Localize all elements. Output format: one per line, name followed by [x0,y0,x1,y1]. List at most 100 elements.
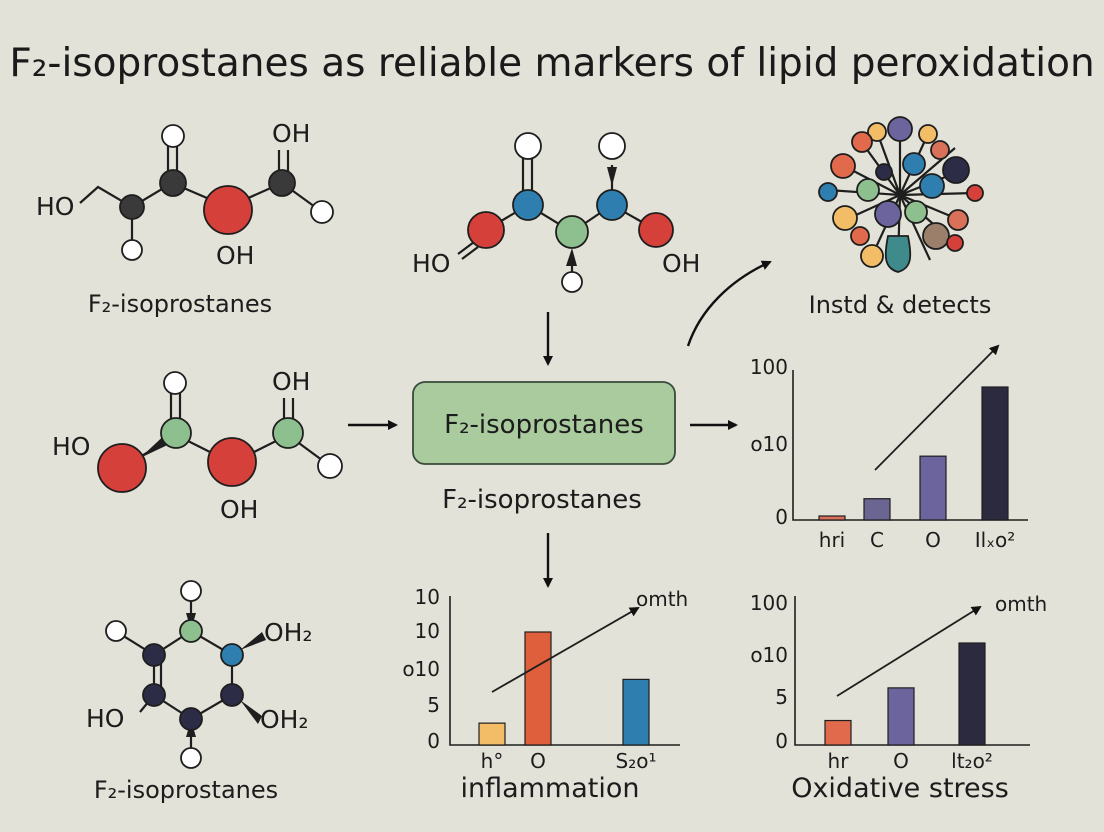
cluster-atom [874,200,902,228]
chart-caption: Oxidative stress [791,773,1009,804]
arrow-curved-to-cluster [686,260,772,347]
diagram-title: F₂-isoprostanes as reliable markers of l… [9,41,1094,86]
hydrogen-atom [514,132,542,160]
chart-annotation: omth [636,587,688,611]
chart-axes [794,596,1030,746]
carbon-atom [555,215,589,249]
x-tick-label: hri [819,528,845,552]
x-tick-label: O [530,749,546,773]
oxygen-atom [97,443,147,493]
cluster-caption: Instd & detects [809,291,992,319]
center-box: F₂-isoprostanes [412,381,676,465]
atom-label: HO [412,249,450,278]
trend-arrow [874,344,1000,471]
double-bond [521,158,534,192]
carbon-atom [272,417,304,449]
molecule-top-left: HO OH OH F₂-isoprostanes [36,119,334,318]
atom-label: OH [220,495,258,524]
cluster-atom [919,173,945,199]
cluster-atom [966,184,984,202]
carbon-atom [220,683,244,707]
cluster-atom [946,234,964,252]
oxygen-atom [203,185,253,235]
chart-axes [792,370,1028,521]
molecule-bottom-left: OH₂ HO OH₂ F₂-isoprostanes [86,580,313,804]
center-box-caption: F₂-isoprostanes [442,485,642,515]
cluster-atom [818,182,838,202]
chart-annotation: omth [995,592,1047,616]
chart-bar [981,386,1009,521]
atom-label: OH [272,119,310,148]
x-tick-label: C [870,528,884,552]
carbon-atom [512,189,544,221]
hydrogen-atom [105,620,127,642]
carbon-atom [179,619,203,643]
carbon-atom [160,417,192,449]
wedge-bond [240,632,266,650]
hydrogen-atom [317,453,343,479]
chart-bar [958,642,986,746]
cluster-atom [902,152,926,176]
double-bond [457,241,479,260]
y-tick-label: 10 [415,585,440,609]
atom-label: OH [662,249,700,278]
carbon-atom [142,683,166,707]
carbon-atom [159,169,187,197]
chart-caption: inflammation [460,773,639,804]
hydrogen-atom [161,124,185,148]
chart-bar [622,678,650,746]
cluster-atom [884,235,912,273]
carbon-atom [268,169,296,197]
chart-bar [919,455,947,521]
y-tick-label: 100 [750,355,788,379]
hydrogen-atom [163,371,187,395]
y-tick-label: 100 [750,591,788,615]
y-tick-label: o10 [750,643,788,667]
trend-arrow [491,607,640,693]
center-box-shape [412,381,676,465]
x-tick-label: hr [828,749,850,773]
cluster-atom [918,124,938,144]
hydrogen-atom [180,747,202,769]
chart-axes [449,596,680,746]
ring-bonds [152,629,234,721]
cluster-atom [830,153,856,179]
molecule-middle-left: HO OH OH [52,367,343,524]
hydrogen-atom [310,200,334,224]
x-tick-label: O [893,749,909,773]
cluster-atom [850,226,870,246]
chart-bar [863,498,891,521]
x-tick-label: S₂o¹ [616,749,657,773]
wedge-bond [607,167,617,186]
carbon-atom [119,194,145,220]
x-tick-label: lt₂o² [951,749,993,773]
y-tick-label: o10 [402,657,440,681]
cluster-atom [875,163,893,181]
cluster-atom [860,244,884,268]
y-tick-label: 5 [775,685,788,709]
atom-label: OH [272,367,310,396]
cluster-atom [867,122,887,142]
atom-label: HO [86,704,124,733]
cluster-atom [887,116,913,142]
hydrogen-atom [561,271,583,293]
y-tick-label: 10 [415,619,440,643]
chart-bar [887,687,915,746]
carbon-atom [142,643,166,667]
x-tick-label: h° [481,749,504,773]
y-tick-label: 5 [427,693,440,717]
cluster-atom [856,178,880,202]
oxygen-atom [207,437,257,487]
atom-label: OH [216,241,254,270]
cluster-atom [942,156,970,184]
hydrogen-atom [598,132,626,160]
carbon-atom [220,643,244,667]
carbon-atom [596,189,628,221]
y-tick-label: 0 [775,729,788,753]
chart-bar [478,722,506,746]
